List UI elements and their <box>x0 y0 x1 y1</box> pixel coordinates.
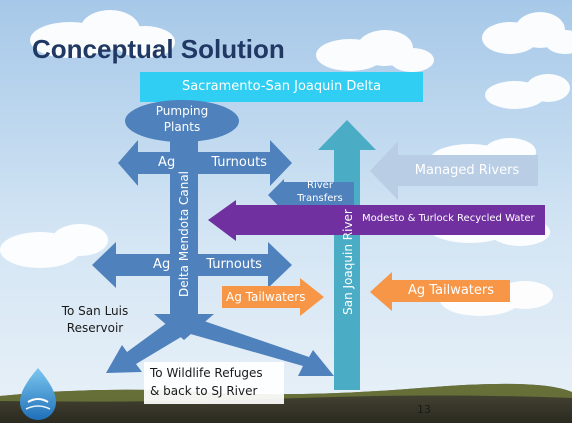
managed-rivers-arrow <box>370 141 538 200</box>
san-luis-diagonal-arrow <box>106 322 181 373</box>
managed-rivers-label: Managed Rivers <box>414 163 520 178</box>
ag-turnouts-upper-arrow <box>118 140 292 186</box>
delta-mendota-canal-arrow <box>154 125 214 340</box>
san-joaquin-river-label: San Joaquin River <box>341 209 355 315</box>
delta-mendota-canal-label: Delta Mendota Canal <box>177 170 191 298</box>
water-drop-logo <box>20 368 56 420</box>
san-luis-label-line1: To San Luis <box>61 304 129 318</box>
delta-box-label: Sacramento-San Joaquin Delta <box>181 79 382 94</box>
pumping-plants-label-line2: Plants <box>163 120 201 134</box>
wildlife-refuges-label-line1: To Wildlife Refuges <box>150 366 263 380</box>
wildlife-refuges-box <box>144 362 284 404</box>
delta-box <box>140 72 423 102</box>
ag-turnouts-upper-label: Ag Turnouts <box>158 155 267 170</box>
recycled-water-arrow <box>208 200 545 241</box>
ag-turnouts-lower-label: Ag Turnouts <box>153 257 262 272</box>
page-title: Conceptual Solution <box>32 34 285 64</box>
grass-band <box>0 383 572 402</box>
san-luis-label-line2: Reservoir <box>66 321 124 335</box>
ag-tailwaters-left-arrow <box>222 278 324 316</box>
river-transfers-arrow <box>268 179 354 212</box>
ag-tailwaters-right-arrow <box>370 272 510 311</box>
ag-tailwaters-right-label: Ag Tailwaters <box>407 283 495 298</box>
san-joaquin-river-arrow <box>318 120 376 390</box>
ag-turnouts-lower-arrow <box>92 242 292 288</box>
ag-tailwaters-left-label: Ag Tailwaters <box>226 290 306 304</box>
river-transfers-label-line2: Transfers <box>297 193 343 204</box>
wildlife-diagonal-arrow <box>187 320 334 376</box>
pumping-plants-label-line1: Pumping <box>155 104 209 118</box>
page-number: 13 <box>417 403 431 416</box>
river-transfers-label-line1: River <box>307 180 333 191</box>
pumping-plants-ellipse <box>125 100 239 142</box>
recycled-water-label: Modesto & Turlock Recycled Water <box>362 213 535 224</box>
wildlife-refuges-label-line2: & back to SJ River <box>150 384 258 398</box>
